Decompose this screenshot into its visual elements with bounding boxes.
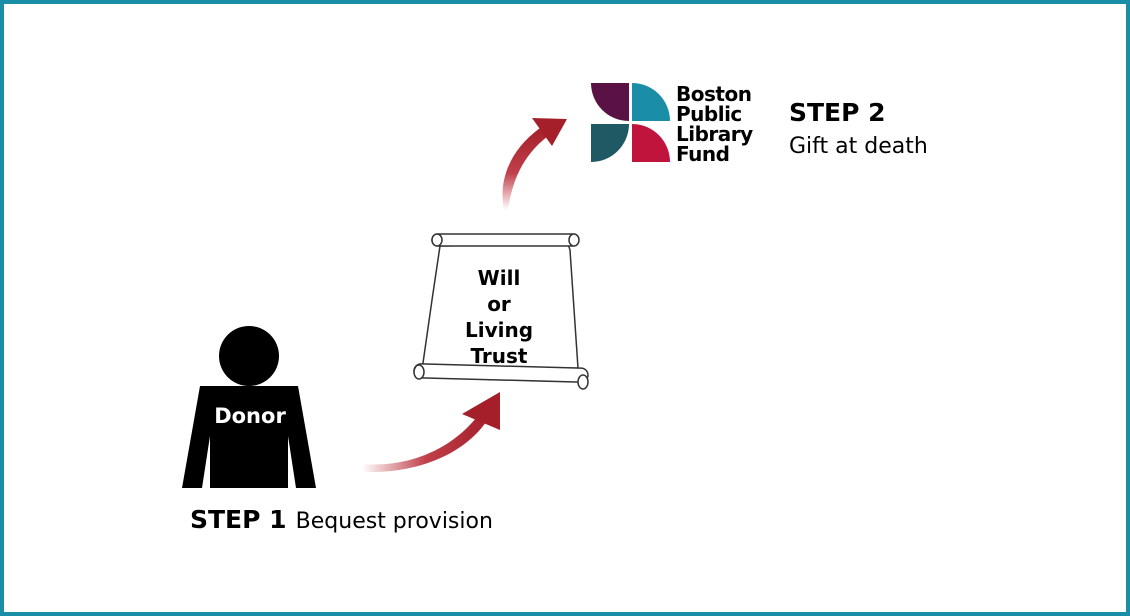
step2-label: STEP 2	[789, 98, 886, 127]
arrow-to-document	[362, 392, 500, 473]
document-line-3: Living Trust	[464, 318, 534, 368]
document-line-1: Will	[477, 266, 521, 290]
step2-description: Gift at death	[789, 134, 928, 159]
arrow-to-library	[502, 118, 567, 210]
donor-label: Donor	[214, 404, 286, 428]
document-line-2: or	[487, 292, 511, 316]
document-text: Will or Living Trust	[434, 265, 564, 369]
will-scroll	[413, 233, 589, 390]
donor-figure-icon	[182, 326, 316, 488]
logo-word-2: Public	[676, 102, 742, 126]
step1-label: STEP 1	[190, 505, 287, 534]
logo-pinwheel-icon	[591, 83, 670, 162]
step1-caption: STEP 1 Bequest provision	[190, 505, 493, 534]
step1-description: Bequest provision	[295, 509, 493, 534]
logo-word-1: Boston	[676, 82, 752, 106]
logo-word-4: Fund	[676, 142, 730, 166]
logo-word-3: Library	[676, 122, 753, 146]
